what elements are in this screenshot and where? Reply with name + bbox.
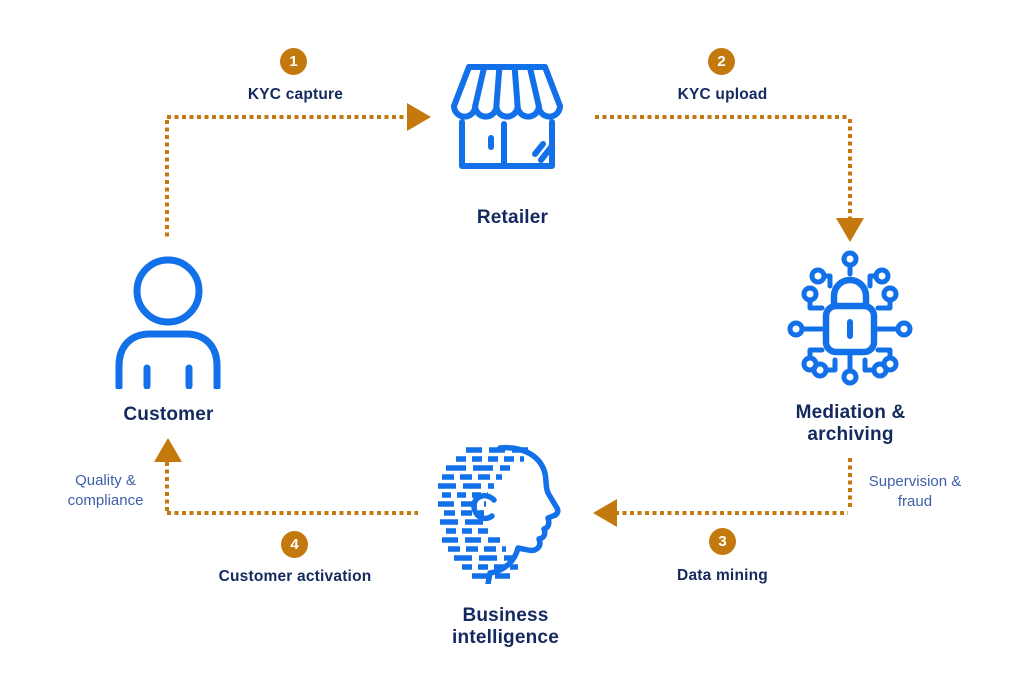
customer-node [115, 252, 221, 389]
retailer-node [443, 62, 571, 172]
mediation-node [780, 250, 920, 388]
arrowhead-2-down-icon [836, 218, 864, 242]
flow-line-3-horizontal [615, 511, 848, 515]
business-intelligence-node [438, 444, 570, 584]
flow-line-1-horizontal [167, 115, 405, 119]
step-3-badge: 3 [709, 528, 736, 555]
arrowhead-4-up-icon [154, 438, 182, 462]
quality-compliance-note: Quality & compliance [28, 471, 183, 511]
flow-line-1-vertical [165, 120, 169, 240]
retailer-label: Retailer [476, 207, 549, 228]
step-4-badge: 4 [281, 531, 308, 558]
secure-network-lock-icon [780, 250, 920, 388]
flow-line-2-horizontal [595, 115, 848, 119]
mediation-label-line: archiving [807, 424, 894, 445]
step-2-badge: 2 [708, 48, 735, 75]
supervision-fraud-note: Supervision & fraud [845, 472, 985, 512]
step-1-badge: 1 [280, 48, 307, 75]
mediation-label: Mediation & archiving [758, 402, 943, 446]
person-icon [115, 252, 221, 389]
note-line: Quality & [75, 472, 136, 489]
business-intelligence-label-line: Business [462, 605, 549, 626]
arrowhead-1-right-icon [407, 103, 431, 131]
step-3-label: Data mining [677, 567, 768, 584]
note-line: Supervision & [868, 473, 962, 490]
note-line: fraud [897, 493, 933, 510]
step-2-label: KYC upload [677, 86, 768, 103]
data-head-icon [438, 444, 570, 584]
business-intelligence-label: Business intelligence [413, 605, 598, 649]
mediation-label-line: Mediation & [795, 402, 906, 423]
customer-label: Customer [123, 404, 214, 425]
flow-line-4-horizontal [167, 511, 418, 515]
arrowhead-3-left-icon [593, 499, 617, 527]
business-intelligence-label-line: intelligence [452, 627, 559, 648]
step-4-label: Customer activation [218, 568, 372, 585]
flow-line-3-vertical [848, 458, 852, 510]
flow-line-2-vertical [848, 119, 852, 218]
flow-line-4-vertical [165, 462, 169, 511]
storefront-icon [443, 62, 571, 172]
step-1-label: KYC capture [247, 86, 344, 103]
note-line: compliance [67, 492, 144, 509]
